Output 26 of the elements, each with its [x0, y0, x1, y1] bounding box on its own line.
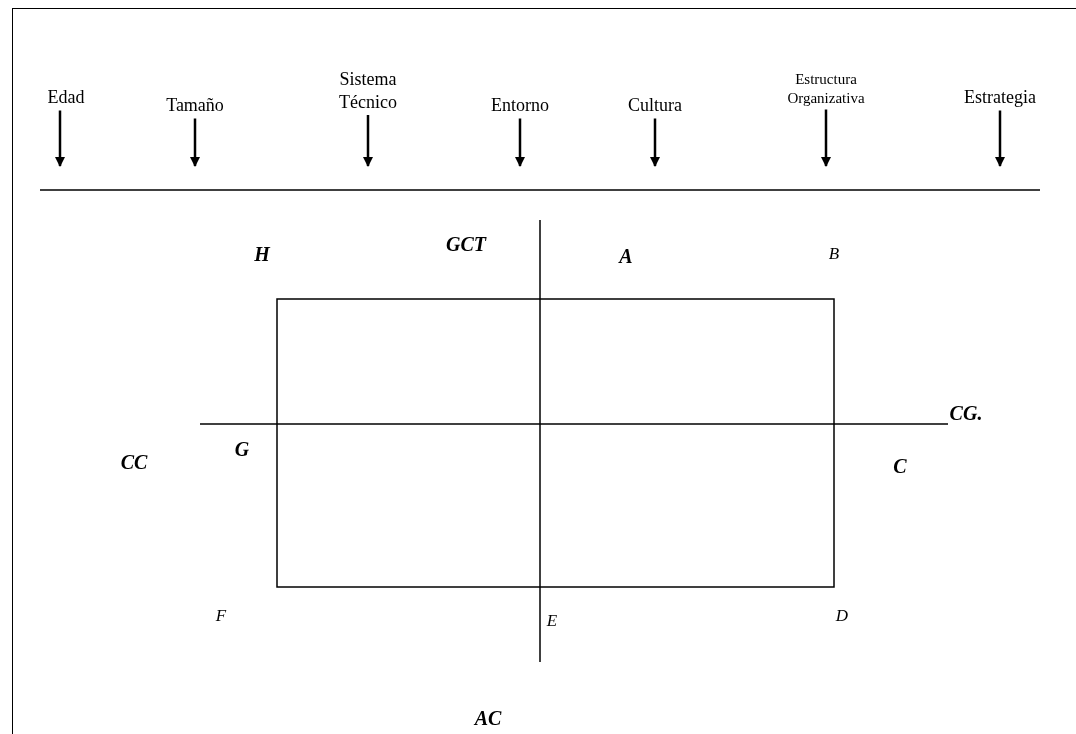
point-label: H	[254, 242, 270, 266]
point-label: AC	[474, 706, 502, 730]
point-label: E	[546, 611, 558, 631]
point-label: C	[893, 454, 907, 478]
factor-label: Tamaño	[166, 94, 224, 117]
point-label: A	[619, 244, 633, 268]
point-label: G	[234, 437, 250, 461]
arrow	[515, 118, 525, 167]
point-label: CC	[120, 450, 148, 474]
factor-label: Estructura Organizativa	[761, 70, 891, 108]
arrow	[190, 118, 200, 167]
point-label: B	[828, 244, 840, 264]
factor-label: Cultura	[628, 94, 682, 117]
arrow	[821, 109, 831, 167]
factor-label: Estrategia	[964, 86, 1036, 109]
factor-label: Sistema Técnico	[318, 68, 418, 113]
arrow	[55, 110, 65, 167]
factor-label: Entorno	[491, 94, 549, 117]
point-label: D	[835, 606, 849, 626]
arrow	[363, 115, 373, 167]
point-label: GCT	[446, 232, 486, 256]
factor-label: Edad	[47, 86, 85, 109]
arrow	[650, 118, 660, 167]
point-label: F	[215, 606, 227, 626]
point-label: CG.	[949, 401, 983, 425]
arrow	[995, 110, 1005, 167]
